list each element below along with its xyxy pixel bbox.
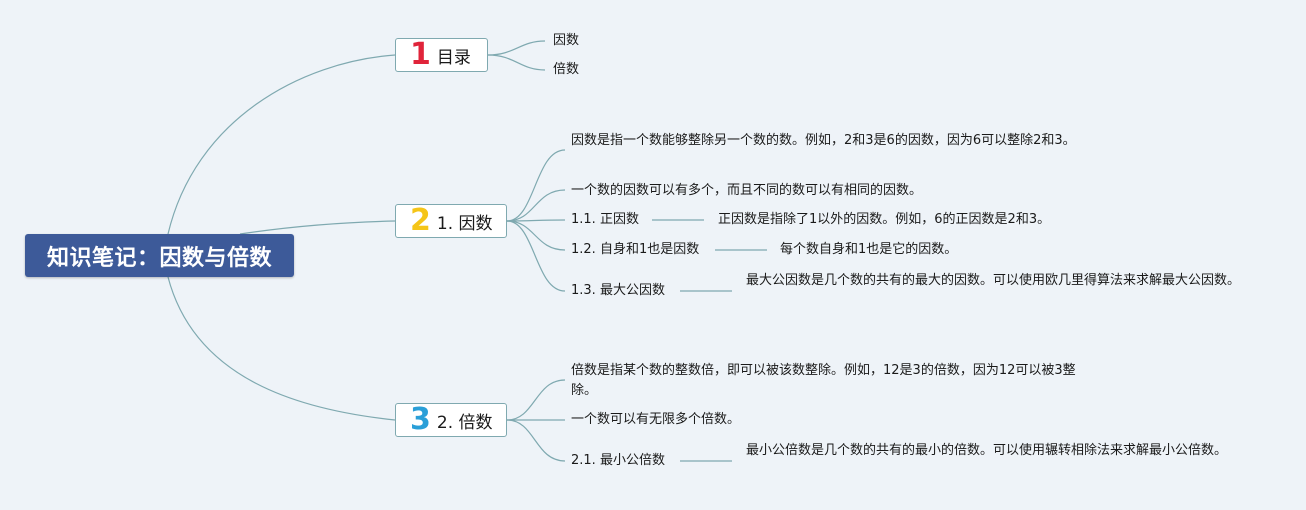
root-to-branch1-line (167, 54, 396, 235)
factors-multiple-note[interactable]: 一个数的因数可以有多个，而且不同的数可以有相同的因数。 (571, 183, 923, 198)
gcd-detail[interactable]: 最大公因数是几个数的共有的最大的因数。可以使用欧几里得算法来求解最大公因数。 (746, 273, 1241, 288)
branch-toc[interactable]: 1 目录 (395, 38, 488, 72)
root-to-branch2-line (239, 220, 396, 235)
number-2-marker: 2 (410, 203, 431, 238)
branch2-to-sub2-line (506, 220, 566, 251)
branch-multiples-label: 2. 倍数 (436, 412, 493, 433)
toc-item-factors[interactable]: 因数 (553, 33, 580, 48)
positive-factors-detail[interactable]: 正因数是指除了1以外的因数。例如，6的正因数是2和3。 (718, 212, 1051, 227)
branch2-to-sub3-line (506, 220, 566, 292)
branch2-to-note1-line (506, 149, 566, 222)
branch3-to-sub1-line (506, 419, 566, 462)
branch1-to-child2-line (487, 54, 546, 71)
root-to-branch3-line (167, 276, 396, 421)
self-and-one-detail[interactable]: 每个数自身和1也是它的因数。 (780, 242, 958, 257)
branch2-to-note2-line (506, 189, 566, 222)
number-3-marker: 3 (410, 402, 431, 437)
multiples-definition-note[interactable]: 倍数是指某个数的整数倍，即可以被该数整除。例如，12是3的倍数，因为12可以被3… (571, 363, 1076, 398)
branch-multiples[interactable]: 3 2. 倍数 (395, 403, 507, 437)
branch3-to-note1-line (506, 379, 566, 421)
root-topic[interactable]: 知识笔记：因数与倍数 (25, 234, 294, 277)
root-title: 知识笔记：因数与倍数 (46, 245, 272, 271)
toc-item-multiples[interactable]: 倍数 (553, 62, 580, 77)
subtopic-positive-factors[interactable]: 1.1. 正因数 (571, 212, 639, 227)
number-1-marker: 1 (410, 37, 431, 72)
branch-toc-label: 目录 (436, 47, 471, 68)
lcm-detail[interactable]: 最小公倍数是几个数的共有的最小的倍数。可以使用辗转相除法来求解最小公倍数。 (746, 443, 1228, 458)
factors-definition-note[interactable]: 因数是指一个数能够整除另一个数的数。例如，2和3是6的因数，因为6可以整除2和3… (571, 133, 1076, 148)
branch1-to-child1-line (487, 40, 546, 56)
branch-factors-label: 1. 因数 (436, 213, 493, 234)
subtopic-gcd[interactable]: 1.3. 最大公因数 (571, 283, 665, 298)
subtopic-lcm[interactable]: 2.1. 最小公倍数 (571, 453, 665, 468)
subtopic-self-and-one[interactable]: 1.2. 自身和1也是因数 (571, 242, 700, 257)
branch-factors[interactable]: 2 1. 因数 (395, 204, 507, 238)
multiples-infinite-note[interactable]: 一个数可以有无限多个倍数。 (571, 412, 741, 427)
